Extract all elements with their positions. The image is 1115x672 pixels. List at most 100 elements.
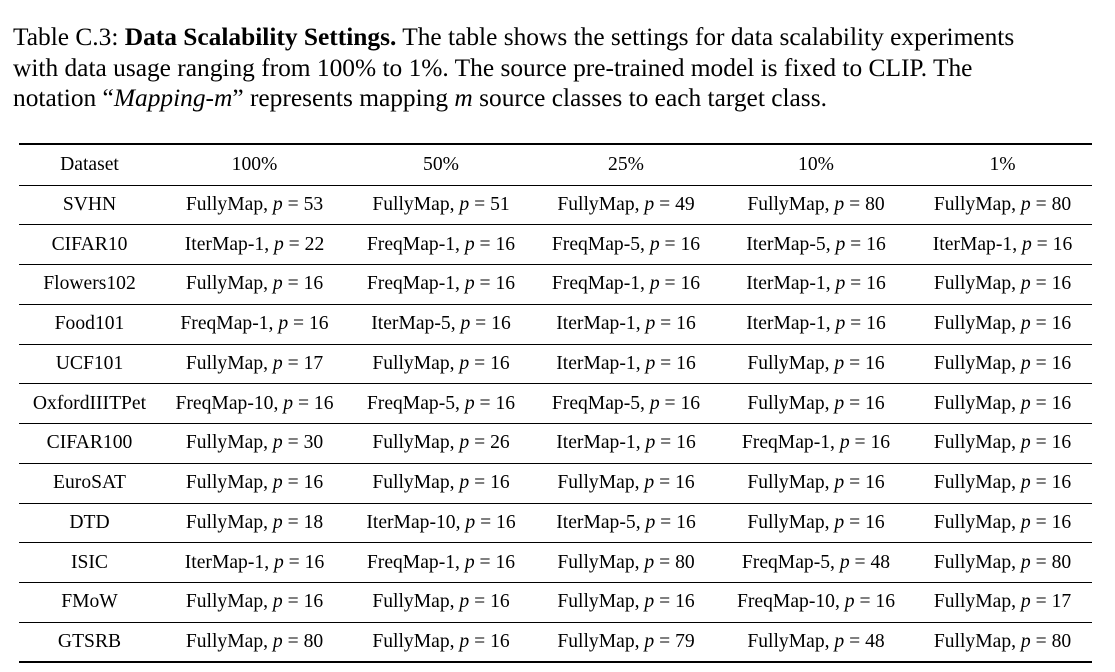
param-value: 80 (675, 551, 695, 573)
setting-cell: IterMap-1, p = 22 (184, 233, 325, 255)
param-symbol: p (1020, 273, 1031, 295)
param-value: 53 (303, 193, 324, 215)
param-value: 16 (313, 392, 334, 414)
param-value: 16 (495, 273, 516, 295)
setting-cell: IterMap-1, p = 16 (746, 313, 886, 335)
param-symbol: p (645, 511, 656, 533)
setting-cell: FreqMap-10, p = 16 (737, 591, 895, 613)
dataset-name-cell: Food101 (54, 313, 125, 335)
param-value: 16 (680, 233, 701, 255)
param-value: 16 (1052, 233, 1073, 255)
setting-cell: FullyMap, p = 16 (933, 511, 1072, 533)
param-symbol: p (278, 313, 289, 335)
mapping-method: IterMap-1 (556, 432, 636, 454)
setting-cell: FullyMap, p = 16 (933, 432, 1072, 454)
param-value: 80 (303, 630, 324, 652)
setting-cell: FullyMap, p = 16 (372, 472, 510, 494)
param-symbol: p (272, 630, 283, 652)
param-symbol: p (272, 472, 283, 494)
param-value: 16 (495, 233, 516, 255)
mapping-method: FullyMap (933, 591, 1012, 613)
mapping-method: FreqMap-10 (737, 591, 835, 613)
param-value: 16 (866, 273, 886, 295)
setting-cell: FullyMap, p = 80 (933, 630, 1072, 652)
param-symbol: p (1020, 193, 1031, 215)
mapping-method: FullyMap (933, 432, 1012, 454)
mapping-method: FullyMap (747, 472, 825, 494)
param-value: 16 (303, 273, 324, 295)
param-symbol: p (1020, 313, 1031, 335)
param-value: 16 (676, 313, 696, 335)
param-symbol: p (272, 511, 283, 533)
setting-cell: FreqMap-5, p = 16 (366, 392, 516, 414)
param-value: 18 (303, 511, 324, 533)
param-symbol: p (272, 193, 283, 215)
setting-cell: FullyMap, p = 16 (372, 352, 510, 374)
param-symbol: p (645, 313, 656, 335)
mapping-method: FullyMap (372, 352, 450, 374)
mapping-method: FullyMap (372, 193, 450, 215)
mapping-method: FullyMap (933, 392, 1012, 414)
mapping-method: FullyMap (372, 591, 450, 613)
dataset-name-cell: ISIC (70, 551, 109, 573)
mapping-method: IterMap-10 (366, 511, 456, 533)
setting-cell: FullyMap, p = 16 (747, 392, 885, 414)
mapping-method: FullyMap (747, 352, 825, 374)
param-value: 30 (303, 432, 324, 454)
param-symbol: p (459, 352, 470, 374)
param-symbol: p (644, 630, 655, 652)
mapping-method: FreqMap-5 (551, 233, 641, 255)
setting-cell: FullyMap, p = 80 (185, 630, 324, 652)
param-value: 16 (875, 591, 895, 613)
param-symbol: p (834, 392, 845, 414)
mapping-method: FullyMap (185, 432, 264, 454)
mapping-method: FullyMap (933, 193, 1012, 215)
table-header-row: Dataset 100% 50% 25% 10% 1% (19, 144, 1092, 185)
mapping-method: FullyMap (933, 630, 1012, 652)
param-value: 79 (675, 630, 695, 652)
mapping-method: FullyMap (185, 193, 264, 215)
param-value: 16 (1051, 472, 1072, 494)
setting-cell: FreqMap-1, p = 16 (366, 551, 516, 573)
dataset-name-cell: EuroSAT (53, 472, 126, 494)
dataset-name-cell: Flowers102 (43, 273, 136, 295)
setting-cell: FullyMap, p = 80 (933, 193, 1072, 215)
header-25: 25% (608, 153, 644, 175)
dataset-name-cell: GTSRB (57, 630, 122, 652)
mapping-method: FullyMap (185, 511, 264, 533)
param-value: 16 (1051, 273, 1072, 295)
param-value: 17 (303, 352, 324, 374)
param-symbol: p (272, 591, 283, 613)
param-symbol: p (1020, 591, 1031, 613)
table-caption: Table C.3: Data Scalability Settings. Th… (13, 22, 1103, 114)
mapping-method: IterMap-5 (556, 511, 636, 533)
caption-line-1: Table C.3: Data Scalability Settings. Th… (13, 22, 1103, 53)
setting-cell: IterMap-1, p = 16 (556, 313, 696, 335)
setting-cell: FullyMap, p = 16 (747, 472, 885, 494)
param-value: 16 (495, 551, 516, 573)
setting-cell: IterMap-1, p = 16 (556, 352, 696, 374)
param-value: 16 (303, 591, 324, 613)
param-symbol: p (835, 313, 846, 335)
header-1: 1% (989, 153, 1016, 175)
mapping-method: FullyMap (557, 630, 635, 652)
setting-cell: FullyMap, p = 16 (747, 352, 885, 374)
mapping-method: FullyMap (933, 551, 1012, 573)
dataset-name-cell: DTD (69, 511, 110, 533)
caption-text-3c: source classes to each target class. (472, 84, 827, 112)
setting-cell: FullyMap, p = 53 (185, 193, 324, 215)
mapping-method: FullyMap (185, 630, 264, 652)
setting-cell: FreqMap-1, p = 16 (551, 273, 701, 295)
setting-cell: FullyMap, p = 16 (557, 591, 695, 613)
setting-cell: IterMap-5, p = 16 (556, 511, 696, 533)
caption-text-1: The table shows the settings for data sc… (402, 23, 1015, 51)
setting-cell: FullyMap, p = 49 (557, 193, 695, 215)
mapping-method: FullyMap (747, 392, 825, 414)
param-value: 16 (1051, 432, 1072, 454)
header-10: 10% (798, 153, 834, 175)
